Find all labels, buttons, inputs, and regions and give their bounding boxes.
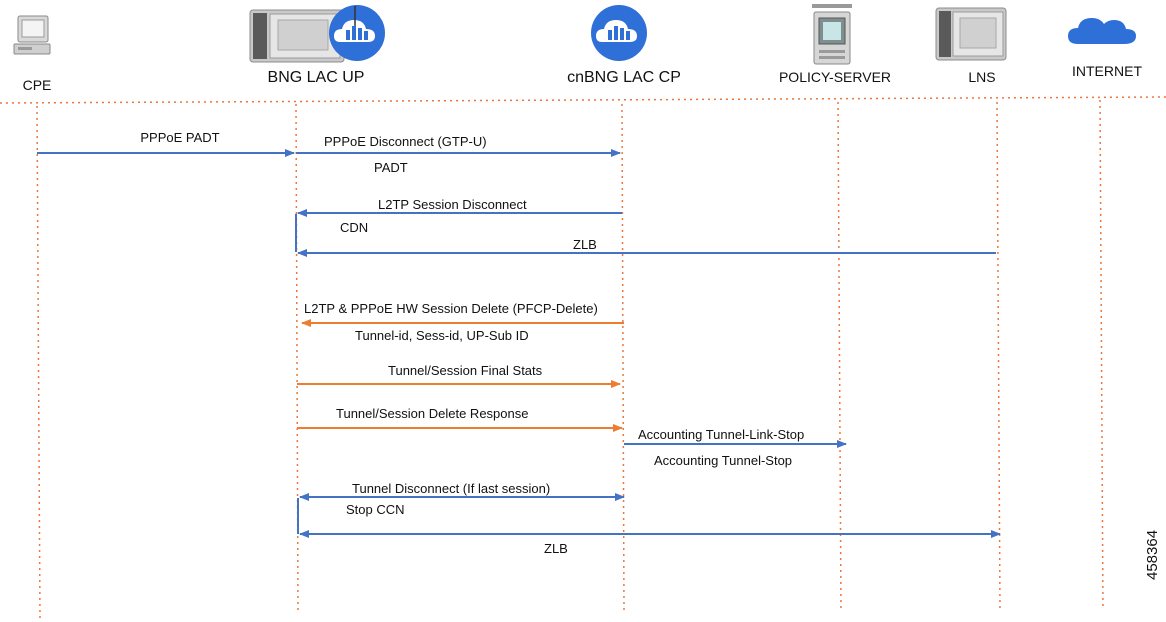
label-tunnel-disconnect: Tunnel Disconnect (If last session) xyxy=(352,481,550,496)
lifeline-internet xyxy=(1099,99,1104,611)
lifeline-lns xyxy=(996,101,1001,611)
label-cdn: CDN xyxy=(340,220,368,235)
label-zlb-2: ZLB xyxy=(544,541,568,556)
label-padt: PADT xyxy=(374,160,408,175)
figure-id: 458364 xyxy=(1144,530,1161,580)
label-hw-session-delete: L2TP & PPPoE HW Session Delete (PFCP-Del… xyxy=(304,301,598,316)
computer-icon xyxy=(13,15,51,55)
participant-label-policy-server: POLICY-SERVER xyxy=(779,69,891,85)
participant-label-internet: INTERNET xyxy=(1072,63,1142,79)
label-zlb-1: ZLB xyxy=(573,237,597,252)
lifeline-policy-server xyxy=(837,101,842,611)
label-accounting-tunnel-stop: Accounting Tunnel-Stop xyxy=(654,453,792,468)
participant-label-lns: LNS xyxy=(968,69,995,85)
label-pppoe-padt: PPPoE PADT xyxy=(140,130,219,145)
label-final-stats: Tunnel/Session Final Stats xyxy=(388,363,543,378)
header-separator xyxy=(0,96,1166,104)
label-l2tp-session-disconnect: L2TP Session Disconnect xyxy=(378,197,527,212)
participant-label-cnbng-cp: cnBNG LAC CP xyxy=(567,69,681,86)
lifeline-cpe xyxy=(36,105,41,621)
router-chassis-icon xyxy=(935,7,1007,61)
server-icon xyxy=(812,4,852,65)
participant-label-cpe: CPE xyxy=(23,77,52,93)
participant-label-bng-up: BNG LAC UP xyxy=(268,69,365,86)
cloud-server-icon xyxy=(591,5,647,61)
lifeline-bng-up xyxy=(295,103,299,611)
cloud-icon xyxy=(1068,18,1136,44)
label-delete-response: Tunnel/Session Delete Response xyxy=(336,406,528,421)
label-accounting-link-stop: Accounting Tunnel-Link-Stop xyxy=(638,427,804,442)
label-pppoe-disconnect: PPPoE Disconnect (GTP-U) xyxy=(324,134,487,149)
lifeline-cnbng-cp xyxy=(621,103,625,611)
label-stop-ccn: Stop CCN xyxy=(346,502,405,517)
label-tunnel-sess-ids: Tunnel-id, Sess-id, UP-Sub ID xyxy=(355,328,529,343)
router-chassis-with-cloud-icon xyxy=(249,5,385,63)
